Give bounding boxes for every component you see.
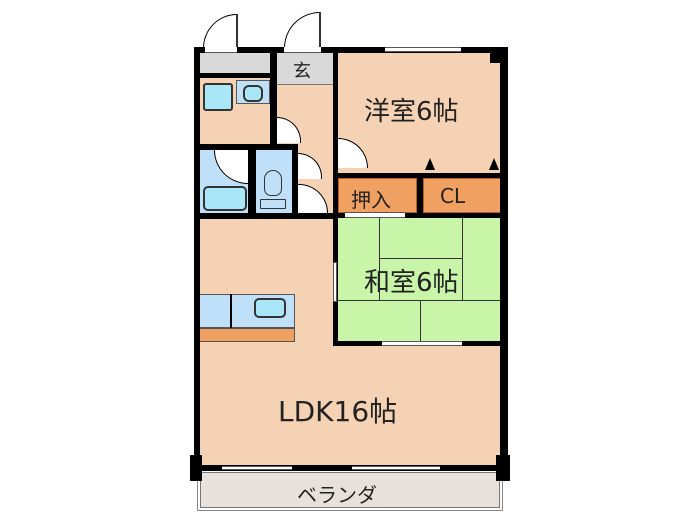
ldk-label: LDK16帖 bbox=[278, 395, 398, 428]
window bbox=[345, 212, 405, 218]
door-leaf bbox=[236, 14, 238, 48]
sink-icon bbox=[243, 85, 263, 102]
kitchen-sink-icon bbox=[254, 298, 286, 318]
wall-corner bbox=[490, 53, 502, 63]
window bbox=[222, 466, 292, 470]
entry-door-gap bbox=[284, 47, 321, 53]
wall-bottom bbox=[194, 465, 508, 471]
wall-toilet-right bbox=[292, 144, 298, 216]
wall-bath-toilet bbox=[248, 150, 256, 214]
oshiire-closet: 押入 bbox=[338, 178, 417, 213]
kitchen-divider bbox=[230, 294, 232, 328]
entrance-label: 玄 bbox=[293, 61, 311, 82]
closet-door-marker bbox=[489, 158, 499, 170]
sliding-door bbox=[333, 262, 337, 302]
wall-closet-mid bbox=[417, 178, 423, 213]
window bbox=[385, 47, 461, 52]
cl-closet: CL bbox=[423, 178, 501, 213]
balcony-label: ベランダ bbox=[297, 483, 377, 507]
bathtub-icon bbox=[203, 186, 247, 211]
wall-wash-bottom bbox=[200, 144, 296, 150]
window bbox=[352, 466, 440, 470]
window bbox=[382, 341, 462, 346]
japanese-room bbox=[338, 218, 501, 341]
tatami-line bbox=[420, 300, 421, 341]
closet-door-marker bbox=[425, 158, 435, 170]
storage-area bbox=[200, 53, 270, 73]
wall-entrance-left bbox=[270, 53, 277, 150]
toilet-tank-icon bbox=[260, 199, 286, 209]
tatami-line bbox=[338, 300, 501, 301]
western-room: 洋室6帖 bbox=[338, 53, 501, 173]
wall-top bbox=[194, 47, 508, 53]
door-swing-icon bbox=[203, 14, 237, 48]
cl-label: CL bbox=[440, 184, 466, 208]
wall-closet-bottom bbox=[338, 213, 502, 218]
tatami-line bbox=[379, 258, 463, 259]
oshiire-label: 押入 bbox=[351, 188, 391, 212]
western-room-label: 洋室6帖 bbox=[364, 97, 459, 127]
wall-closet-top bbox=[338, 173, 502, 178]
door-leaf bbox=[319, 12, 321, 48]
pillar-left bbox=[190, 455, 202, 481]
kitchen-cabinet bbox=[198, 328, 295, 342]
wall-right bbox=[500, 47, 508, 471]
door-swing-icon bbox=[284, 12, 320, 48]
balcony: ベランダ bbox=[198, 470, 502, 510]
japanese-room-label: 和室6帖 bbox=[364, 268, 459, 298]
wall-center-vertical bbox=[333, 47, 338, 345]
wall-left bbox=[194, 47, 200, 471]
washing-machine-icon bbox=[203, 83, 233, 111]
tatami-line bbox=[462, 218, 463, 300]
entry-door-gap bbox=[205, 47, 237, 53]
wall-wet-bottom bbox=[200, 213, 338, 219]
tatami-line bbox=[379, 218, 380, 300]
entrance-area: 玄 bbox=[277, 53, 333, 85]
pillar-right bbox=[496, 455, 510, 481]
wall-storage bbox=[200, 73, 277, 78]
toilet-icon bbox=[264, 170, 282, 196]
